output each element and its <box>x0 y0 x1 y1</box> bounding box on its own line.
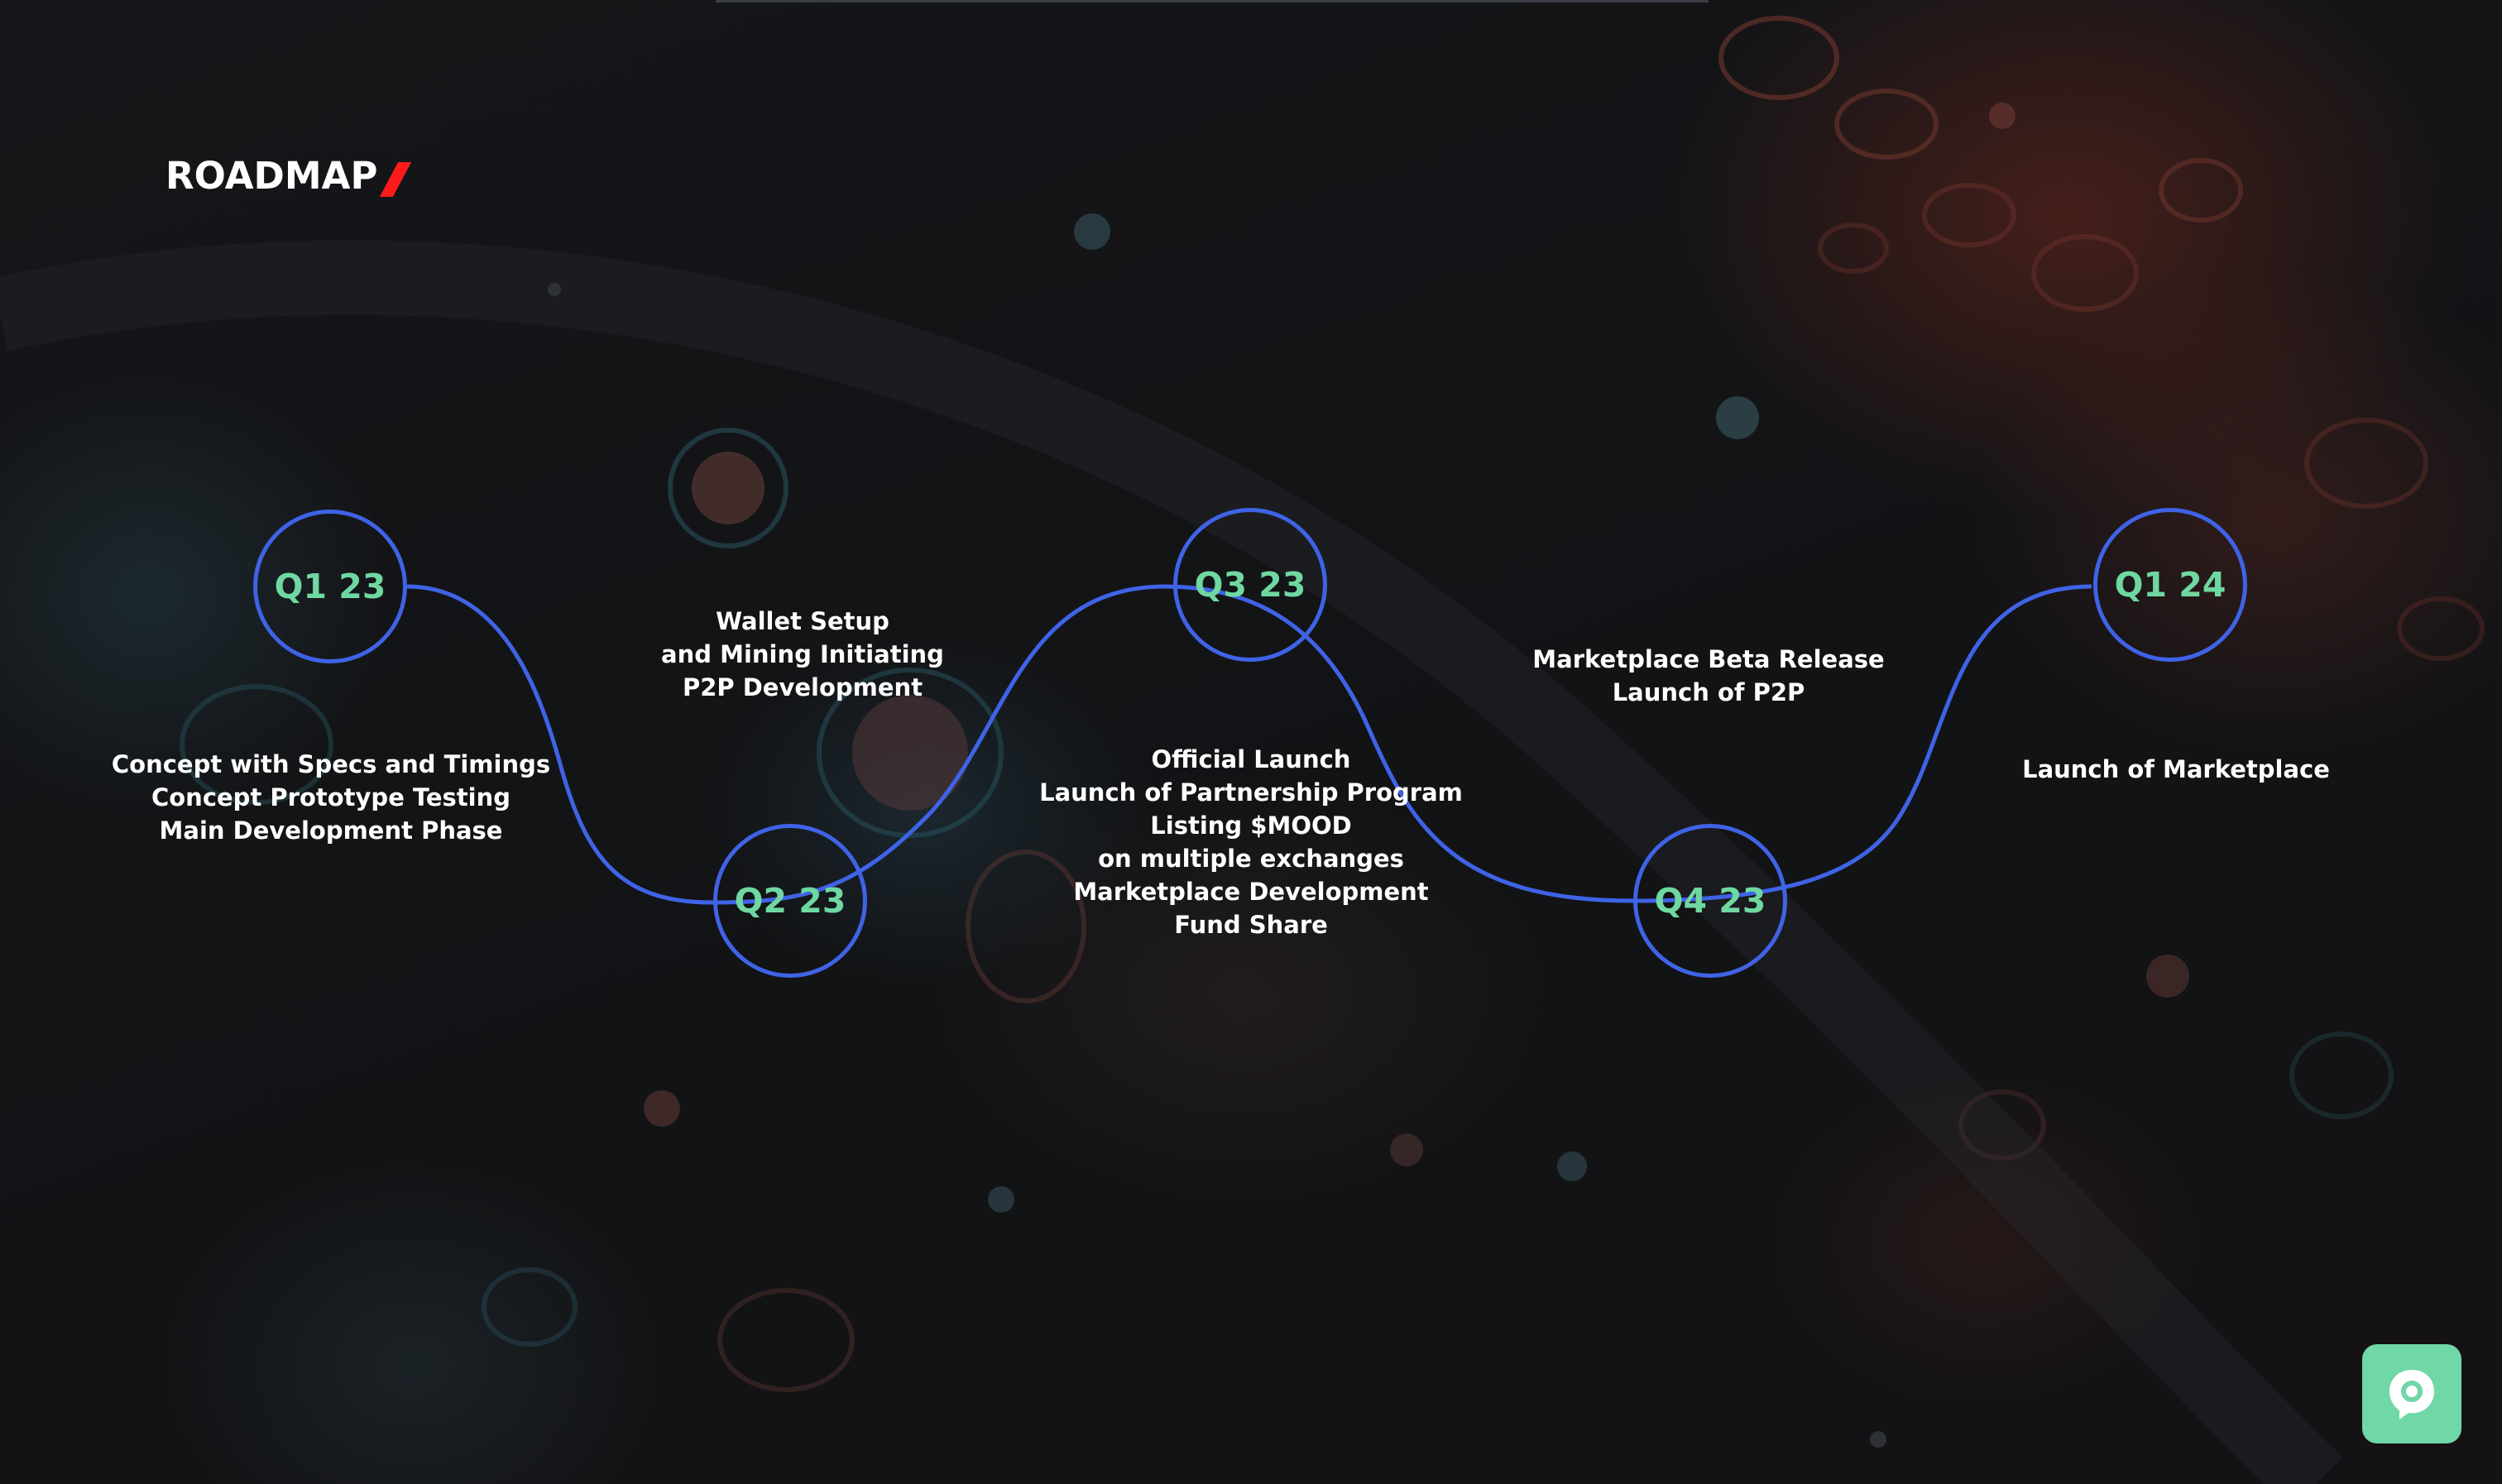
milestone-description-q2-23: Wallet Setup and Mining Initiating P2P D… <box>637 605 968 704</box>
milestone-item: Wallet Setup <box>716 607 889 635</box>
milestone-item: Launch of Marketplace <box>2022 755 2330 783</box>
milestone-q1-23: Q1 23 <box>253 510 407 663</box>
milestone-item: Marketplace Beta Release <box>1532 645 1885 673</box>
milestone-description-q3-23: Official Launch Launch of Partnership Pr… <box>1036 743 1466 941</box>
top-divider <box>716 0 1709 2</box>
milestone-item: Official Launch <box>1151 745 1351 773</box>
milestone-item: Fund Share <box>1174 911 1328 939</box>
milestone-description-q1-23: Concept with Specs and Timings Concept P… <box>99 748 563 847</box>
milestone-item: on multiple exchanges <box>1098 845 1404 873</box>
chat-widget-button[interactable] <box>2362 1344 2461 1443</box>
milestone-item: Main Development Phase <box>159 816 503 845</box>
milestone-quarter-label: Q4 23 <box>1654 881 1766 921</box>
page-title: ROADMAP <box>165 154 378 198</box>
milestone-item: Marketplace Development <box>1073 878 1429 906</box>
milestone-item: Concept with Specs and Timings <box>111 750 551 778</box>
milestone-q1-24: Q1 24 <box>2093 508 2247 662</box>
chat-bubble-icon <box>2389 1370 2434 1419</box>
milestone-quarter-label: Q2 23 <box>734 881 846 921</box>
milestone-item: Launch of Partnership Program <box>1039 778 1463 807</box>
milestone-item: Listing $MOOD <box>1150 811 1352 840</box>
milestone-item: and Mining Initiating <box>661 640 944 668</box>
milestone-description-q1-24: Launch of Marketplace <box>2002 753 2350 786</box>
milestone-q3-23: Q3 23 <box>1173 508 1327 662</box>
milestone-quarter-label: Q1 24 <box>2114 565 2226 605</box>
milestone-quarter-label: Q1 23 <box>274 567 386 606</box>
milestone-q2-23: Q2 23 <box>713 824 867 978</box>
milestone-q4-23: Q4 23 <box>1633 824 1787 978</box>
milestone-description-q4-23: Marketplace Beta Release Launch of P2P <box>1514 643 1903 709</box>
milestone-quarter-label: Q3 23 <box>1194 565 1306 605</box>
milestone-item: P2P Development <box>682 673 923 701</box>
milestone-item: Concept Prototype Testing <box>151 783 511 811</box>
milestone-item: Launch of P2P <box>1612 678 1805 706</box>
